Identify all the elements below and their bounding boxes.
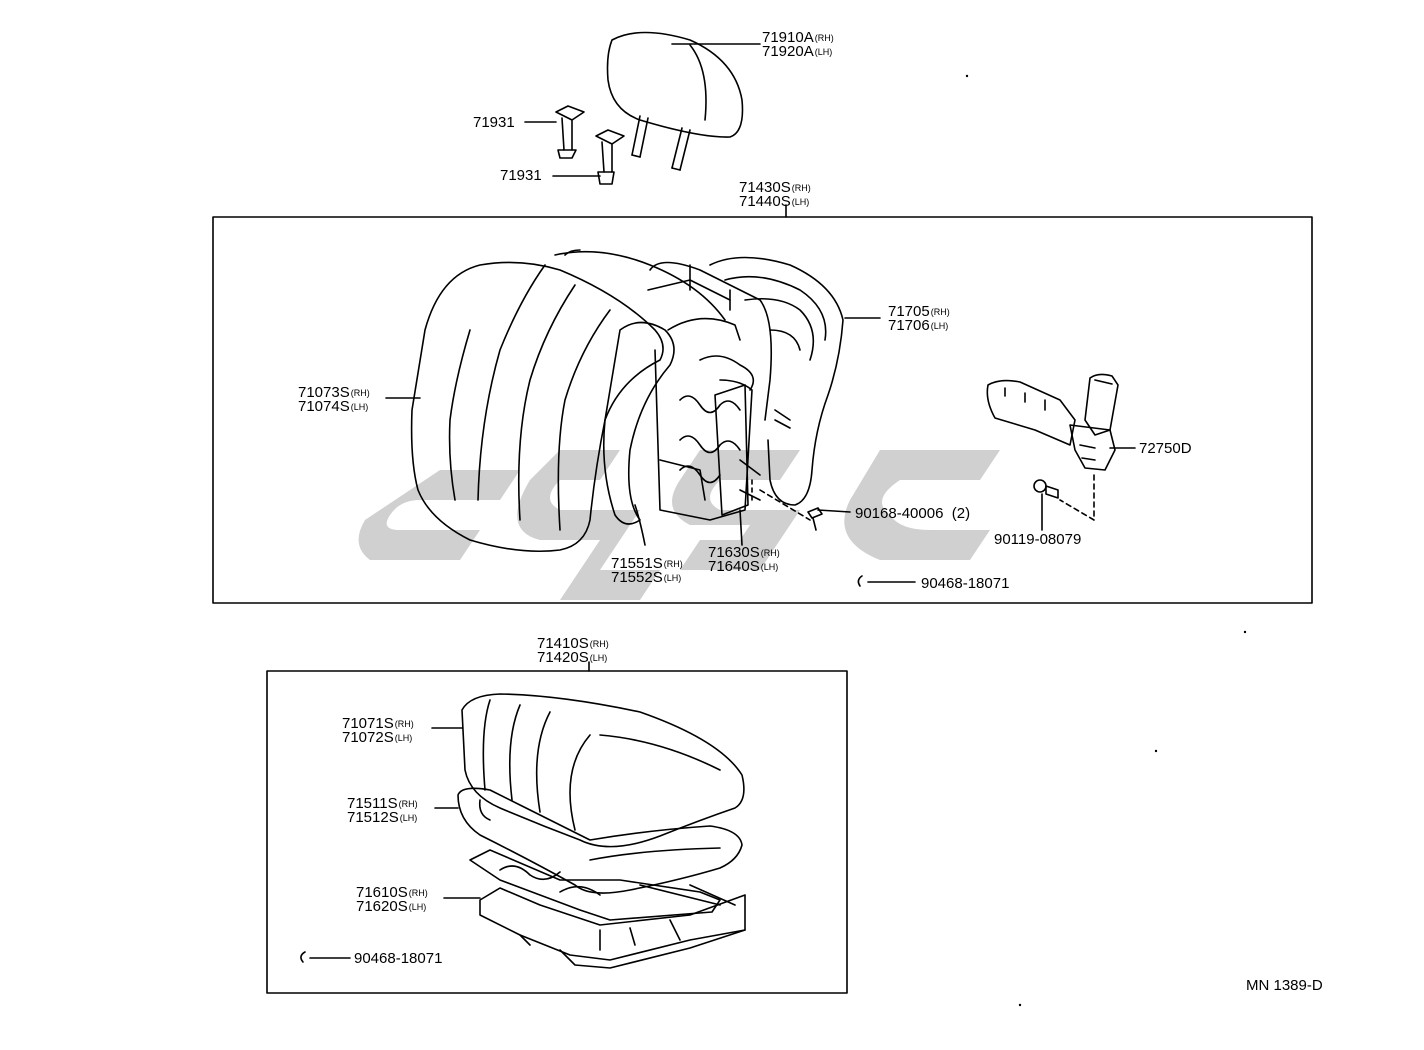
label-back-cover-lh: 71074S(LH) — [298, 399, 368, 415]
label-back-pad-rh: 71551S(RH) — [611, 556, 683, 572]
label-cushion-pad-lh: 71512S(LH) — [347, 810, 417, 826]
part-number: 71420S — [537, 649, 589, 666]
part-number: 71620S — [356, 898, 408, 915]
cushion-pad-drawing — [457, 787, 743, 894]
suffix-lh: (LH) — [663, 573, 682, 583]
part-number: 71071S — [342, 715, 394, 732]
label-cushion-assy-rh: 71410S(RH) — [537, 636, 609, 652]
recliner-drawing — [986, 373, 1119, 471]
suffix-lh: (LH) — [791, 197, 810, 207]
part-number: 71440S — [739, 193, 791, 210]
label-recliner: 72750D — [1139, 440, 1192, 457]
label-back-frame-lh: 71640S(LH) — [708, 559, 778, 575]
suffix-rh: (RH) — [408, 888, 428, 898]
label-seatback-assy-rh: 71430S(RH) — [739, 180, 811, 196]
cushion-frame-drawing — [469, 849, 746, 969]
label-cushion-frame-lh: 71620S(LH) — [356, 899, 426, 915]
suffix-rh: (RH) — [791, 183, 811, 193]
label-headrest-rh: 71910A(RH) — [762, 30, 834, 46]
label-cushion-cover-rh: 71071S(RH) — [342, 716, 414, 732]
label-headrest-lh: 71920A(LH) — [762, 44, 832, 60]
suffix-lh: (LH) — [930, 321, 949, 331]
part-number: 71551S — [611, 555, 663, 572]
part-number: 71630S — [708, 544, 760, 561]
label-cushion-pad-rh: 71511S(RH) — [347, 796, 418, 812]
suffix-lh: (LH) — [408, 902, 427, 912]
headrest-support-drawing — [555, 105, 625, 185]
stray-dots — [965, 74, 1247, 1007]
cushion-cover-drawing — [461, 693, 745, 848]
label-cushion-assy-lh: 71420S(LH) — [537, 650, 607, 666]
suffix-rh: (RH) — [398, 799, 418, 809]
suffix-lh: (LH) — [350, 402, 369, 412]
seatback-frame-drawing — [647, 261, 772, 521]
label-screw: 90168-40006 (2) — [855, 506, 970, 521]
label-back-cover-rh: 71073S(RH) — [298, 385, 370, 401]
label-hog-ring-back: 90468-18071 — [921, 575, 1010, 592]
seatback-pad-drawing — [603, 321, 675, 525]
label-cushion-cover-lh: 71072S(LH) — [342, 730, 412, 746]
label-cushion-frame-rh: 71610S(RH) — [356, 885, 428, 901]
part-number: 90168-40006 — [855, 505, 944, 522]
suffix-rh: (RH) — [930, 307, 950, 317]
suffix-lh: (LH) — [760, 562, 779, 572]
part-number: 71410S — [537, 635, 589, 652]
label-seatback-assy-lh: 71440S(LH) — [739, 194, 809, 210]
label-back-board-lh: 71706(LH) — [888, 318, 948, 334]
label-hog-ring-cushion: 90468-18071 — [354, 950, 443, 967]
seatback-assembly-box — [212, 216, 1313, 604]
suffix-rh: (RH) — [814, 33, 834, 43]
bolt-drawing — [1033, 479, 1059, 531]
suffix-lh: (LH) — [399, 813, 418, 823]
part-number: 71072S — [342, 729, 394, 746]
seatback-board-drawing — [709, 256, 844, 506]
part-number: 71706 — [888, 317, 930, 334]
part-number: 71074S — [298, 398, 350, 415]
suffix-rh: (RH) — [663, 559, 683, 569]
label-back-board-rh: 71705(RH) — [888, 304, 950, 320]
label-headrest-support-2: 71931 — [500, 167, 542, 184]
part-number: 71073S — [298, 384, 350, 401]
label-bolt: 90119-08079 — [994, 531, 1082, 548]
part-number: 71430S — [739, 179, 791, 196]
part-number: 71552S — [611, 569, 663, 586]
suffix-rh: (RH) — [394, 719, 414, 729]
label-back-pad-lh: 71552S(LH) — [611, 570, 681, 586]
suffix-lh: (LH) — [814, 47, 833, 57]
part-number: 71910A — [762, 29, 814, 46]
screw-drawing — [807, 507, 851, 531]
part-number: 71705 — [888, 303, 930, 320]
suffix-rh: (RH) — [350, 388, 370, 398]
label-back-frame-rh: 71630S(RH) — [708, 545, 780, 561]
part-number: 71610S — [356, 884, 408, 901]
cushion-assembly-box — [266, 670, 848, 994]
part-number: 71920A — [762, 43, 814, 60]
suffix-rh: (RH) — [760, 548, 780, 558]
part-number: 71511S — [347, 795, 398, 812]
suffix-lh: (LH) — [394, 733, 413, 743]
part-number: 71640S — [708, 558, 760, 575]
label-headrest-support-1: 71931 — [473, 114, 515, 131]
quantity: (2) — [951, 505, 971, 522]
suffix-lh: (LH) — [589, 653, 608, 663]
part-number: 71512S — [347, 809, 399, 826]
headrest-drawing — [606, 31, 744, 171]
diagram-code: MN 1389-D — [1246, 977, 1323, 994]
suffix-rh: (RH) — [589, 639, 609, 649]
